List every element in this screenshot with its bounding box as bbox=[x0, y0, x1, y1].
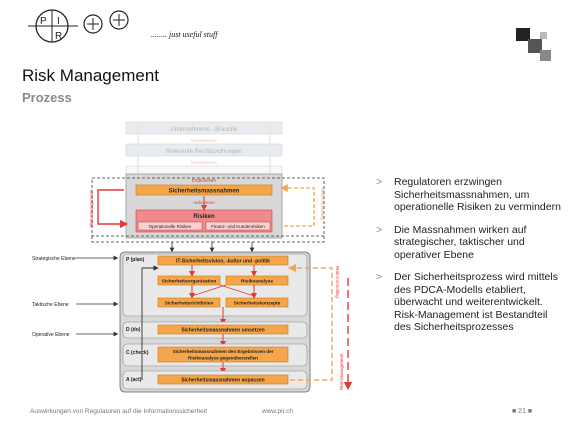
box-finanz-risiken bbox=[205, 221, 271, 231]
bullet-marker: > bbox=[376, 271, 383, 283]
box-konzepte bbox=[225, 297, 289, 308]
box-richtlinien bbox=[157, 297, 221, 308]
text-sicherheitsmassnahmen-top: Sicherheitsmassnahmen bbox=[169, 189, 240, 195]
text-anpassen: Sicherheitsmassnahmen anpassen bbox=[181, 378, 264, 384]
box-unternehmen: Unternehmens - Branche bbox=[170, 127, 238, 133]
bullet-item: > Regulatoren erzwingen Sicherheitsmassn… bbox=[376, 176, 566, 214]
tagline: ........ just useful stuff bbox=[151, 30, 218, 39]
text-risk-controlling-right: Risk-Controlling bbox=[335, 266, 340, 298]
bullet-marker: > bbox=[376, 176, 383, 188]
text-richtlinien: Sicherheitsrichtlinien bbox=[165, 301, 214, 307]
text-umsetzen: Sicherheitsmassnahmen umsetzen bbox=[181, 328, 264, 334]
box-sicherheitsmassnahmen-top bbox=[135, 184, 273, 196]
pir-logo: P I R bbox=[28, 9, 129, 43]
faded-context-group: Unternehmens - Branche beeinflussen Rele… bbox=[125, 121, 283, 185]
corner-squares-icon bbox=[516, 28, 551, 61]
bullet-text: Die Massnahmen wirken auf strategischer,… bbox=[394, 223, 527, 261]
footer-url[interactable]: www.pir.ch bbox=[262, 408, 294, 415]
label-implizieren: Implizieren bbox=[192, 178, 216, 184]
bullet-list: > Regulatoren erzwingen Sicherheitsmassn… bbox=[376, 176, 566, 344]
logo-plus-circles-icon bbox=[83, 10, 129, 34]
slide-subtitle: Prozess bbox=[22, 90, 72, 105]
text-policy: IT-Sicherheitsvision, -kultur und -polit… bbox=[176, 259, 270, 265]
page-number: ■ 21 ■ bbox=[512, 408, 533, 415]
bullet-marker: > bbox=[376, 223, 383, 236]
text-operationelle-risiken: Operationelle Risiken bbox=[149, 224, 192, 229]
phase-plan: P (plan) bbox=[126, 257, 145, 263]
phase-check: C (check) bbox=[126, 350, 149, 356]
bullet-item: > Die Massnahmen wirken auf strategische… bbox=[376, 224, 566, 262]
pir-logo-mark: P I R bbox=[28, 9, 78, 43]
logo-letter-i: I bbox=[57, 16, 60, 27]
dashed-boundary bbox=[91, 177, 325, 237]
text-organisation: Sicherheitsorganisation bbox=[162, 279, 217, 285]
bullet-item: > Der Sicherheitsprozess wird mittels de… bbox=[376, 271, 566, 334]
text-check-line1: Sicherheitsmassnahmen den Ergebnissen de… bbox=[173, 349, 274, 354]
risk-process-diagram: Unternehmens - Branche beeinflussen Rele… bbox=[32, 121, 353, 393]
box-policy bbox=[157, 255, 289, 266]
bullet-text: Der Sicherheitsprozess wird mittels des … bbox=[394, 271, 558, 333]
logo-letter-r: R bbox=[55, 31, 62, 42]
label-strategische-ebene: Strategische Ebene bbox=[32, 256, 76, 262]
footer-title: Auswirkungen von Regulatoren auf die Inf… bbox=[30, 408, 208, 415]
box-rechtsordnungen: Relevante Rechtsordnungen bbox=[166, 149, 242, 155]
box-operationelle-risiken bbox=[137, 221, 203, 231]
text-risk-management-right: Risk-Management bbox=[339, 353, 344, 390]
text-risikoanalyse: Risikoanalyse bbox=[241, 279, 273, 285]
bullet-text: Regulatoren erzwingen Sicherheitsmassnah… bbox=[394, 176, 561, 213]
text-risk-controlling-top: Risk-Controlling bbox=[320, 188, 325, 220]
text-konzepte: Sicherheitskonzepte bbox=[234, 301, 281, 307]
label-taktische-ebene: Taktische Ebene bbox=[32, 302, 69, 308]
text-finanz-risiken: Finanz- und Kundenrisiken bbox=[211, 224, 265, 229]
slide-title: Risk Management bbox=[22, 66, 160, 85]
box-organisation bbox=[157, 275, 221, 286]
phase-do: D (do) bbox=[126, 327, 141, 333]
text-risk-management-left: Risk-Management bbox=[89, 190, 94, 227]
label-beeinflussen-1: beeinflussen bbox=[191, 138, 217, 143]
logo-letter-p: P bbox=[40, 16, 47, 27]
box-risikoanalyse bbox=[225, 275, 289, 286]
phase-act: A (act) bbox=[126, 377, 142, 383]
text-check-line2: Risikoanalyse gegenüberstellen bbox=[188, 356, 258, 361]
text-risiken: Risiken bbox=[193, 214, 215, 220]
box-anpassen bbox=[157, 374, 289, 385]
label-beeinflussen-2: beeinflussen bbox=[191, 160, 217, 165]
label-operative-ebene: Operative Ebene bbox=[32, 332, 70, 338]
